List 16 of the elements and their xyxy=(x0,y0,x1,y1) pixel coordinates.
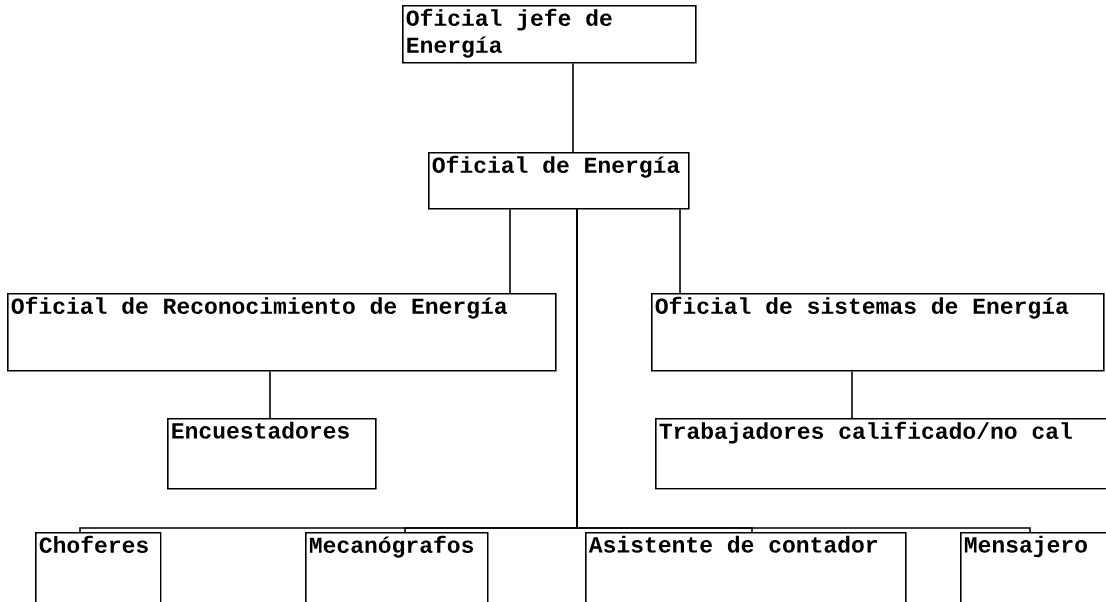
connector-line xyxy=(851,370,853,419)
org-box: Mecanógrafos xyxy=(305,532,489,602)
org-box: Trabajadores calificado/no cal xyxy=(655,418,1106,490)
connector-line xyxy=(509,208,511,294)
connector-line xyxy=(269,370,271,419)
org-box: Oficial de Reconocimiento de Energía xyxy=(7,293,557,372)
org-box: Choferes xyxy=(35,532,162,602)
connector-line xyxy=(572,62,574,153)
org-box: Encuestadores xyxy=(167,418,377,490)
org-box: Oficial jefe de Energía xyxy=(402,5,697,64)
connector-line xyxy=(679,208,681,294)
org-box: Asistente de contador xyxy=(585,532,907,602)
org-box: Oficial de sistemas de Energía xyxy=(651,293,1105,372)
org-box: Oficial de Energía xyxy=(428,152,690,210)
org-box: Mensajero xyxy=(960,532,1106,602)
connector-line xyxy=(576,208,1031,533)
